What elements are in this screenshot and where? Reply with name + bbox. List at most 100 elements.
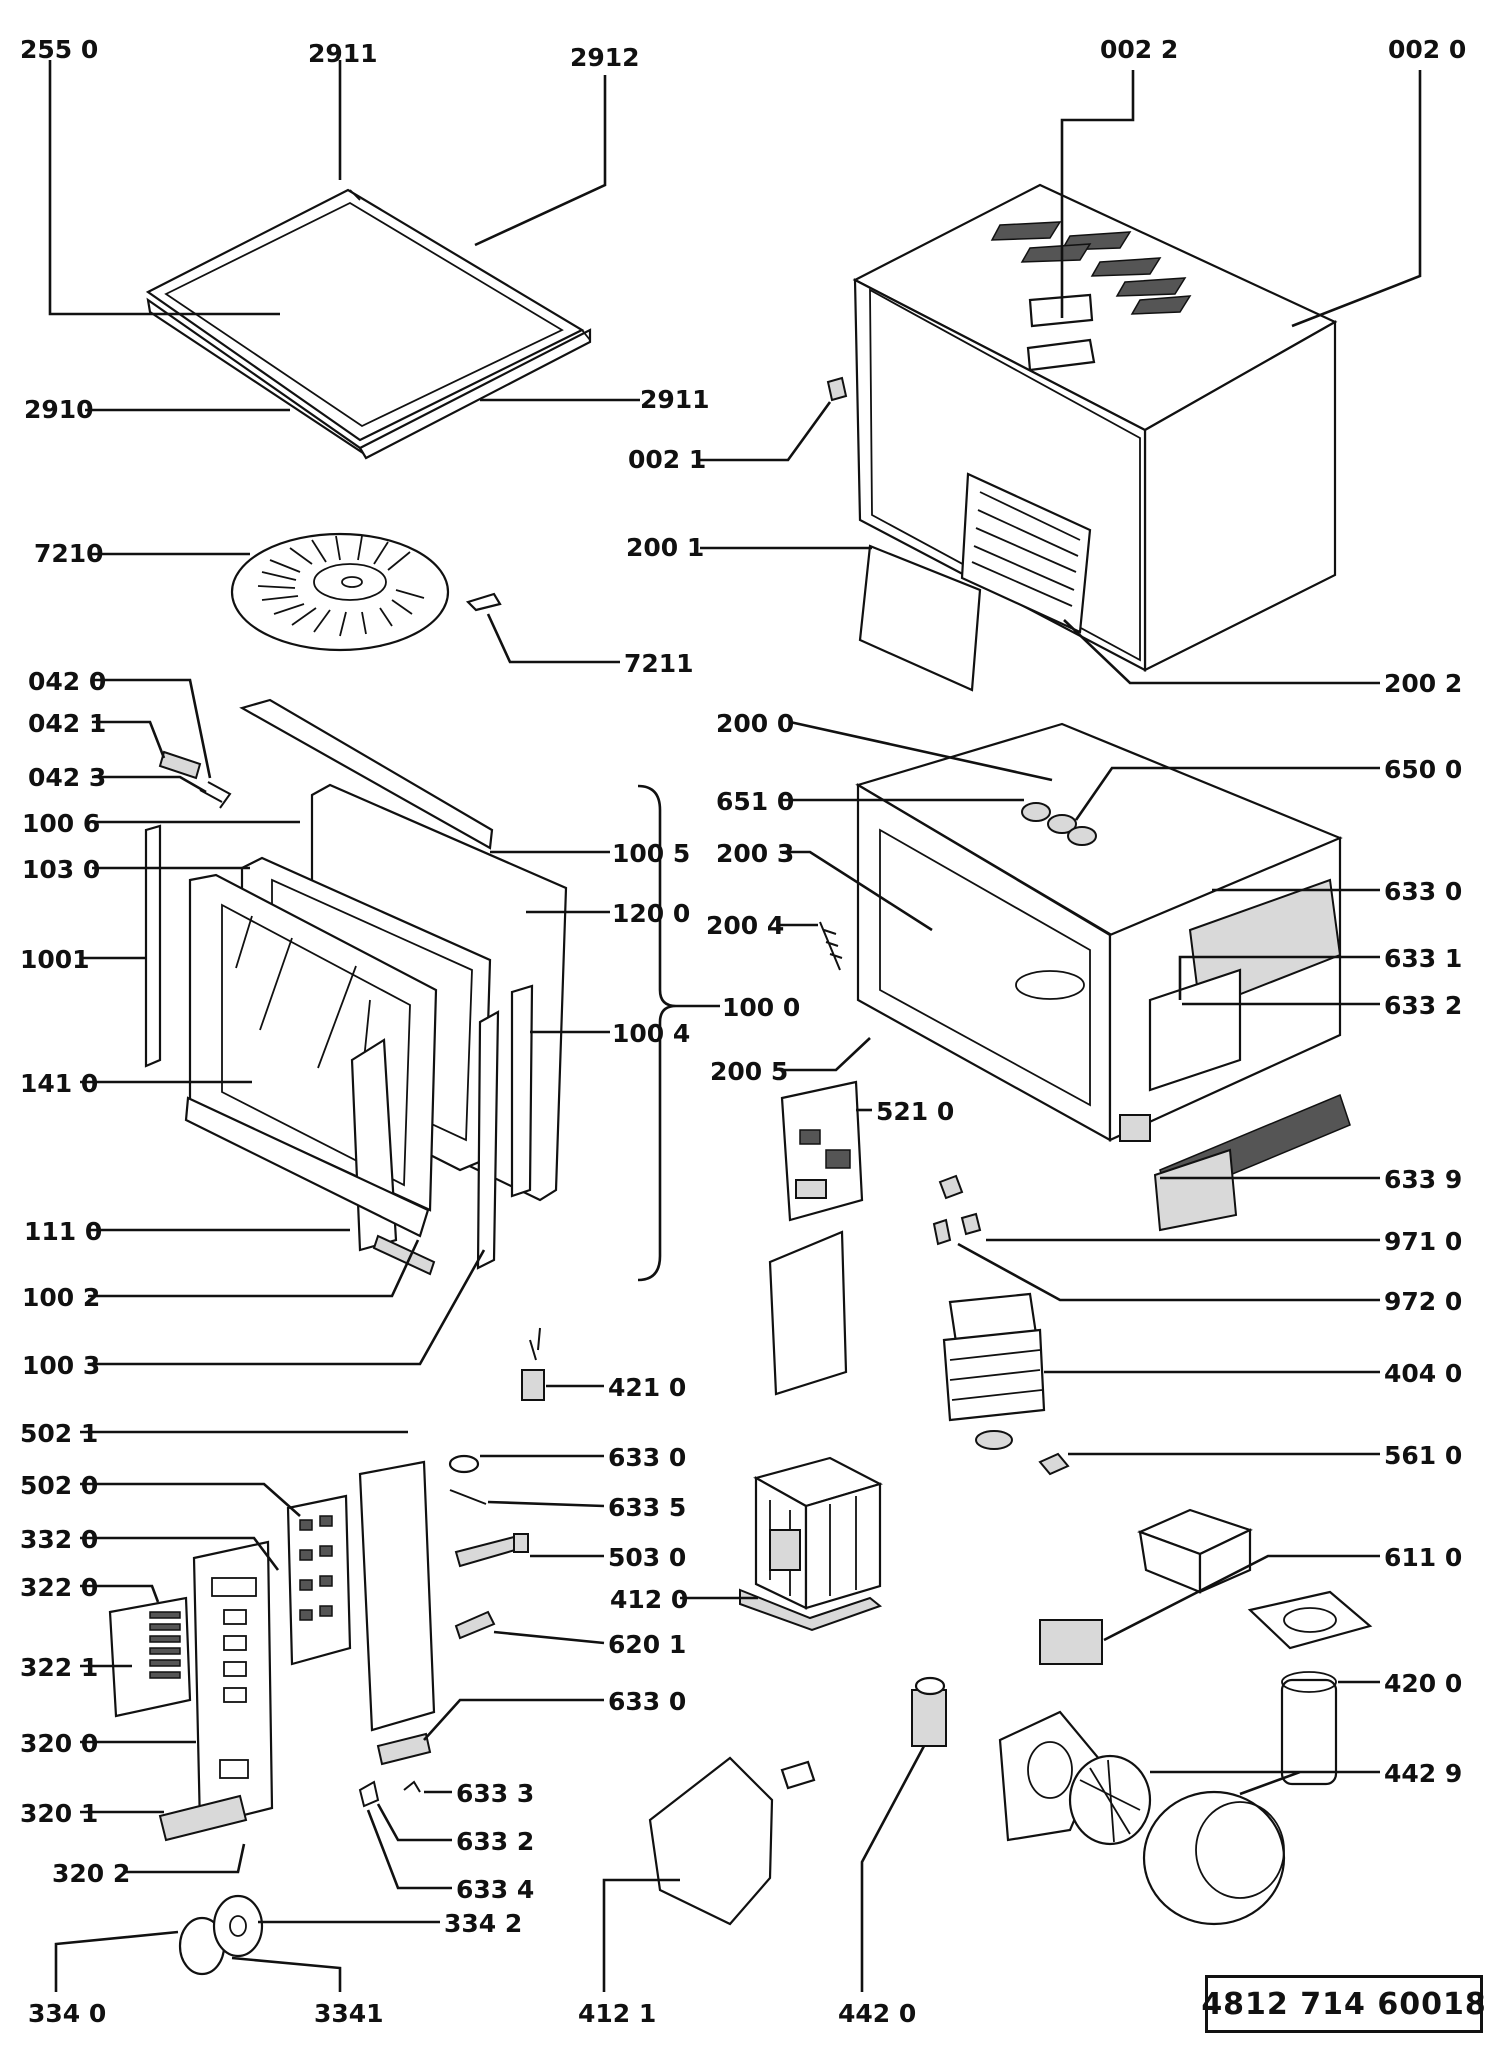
label-2001: 200 1 bbox=[626, 533, 704, 562]
label-2002: 200 2 bbox=[1384, 669, 1462, 698]
label-4040: 404 0 bbox=[1384, 1359, 1462, 1388]
label-5020: 502 0 bbox=[20, 1471, 98, 1500]
glass-tray-frame bbox=[145, 188, 592, 460]
label-1004: 100 4 bbox=[612, 1019, 690, 1048]
label-6334: 633 4 bbox=[456, 1875, 534, 1904]
mounting-bracket bbox=[768, 1230, 848, 1396]
label-3320: 332 0 bbox=[20, 1525, 98, 1554]
label-5030: 503 0 bbox=[608, 1543, 686, 1572]
label-3201: 320 1 bbox=[20, 1799, 98, 1828]
label-6201: 620 1 bbox=[608, 1630, 686, 1659]
label-2911-top: 2911 bbox=[308, 39, 378, 68]
capacitor-and-relay bbox=[1039, 1508, 1373, 1786]
air-duct bbox=[648, 1756, 774, 1926]
door-assembly bbox=[144, 698, 568, 1276]
label-5021: 502 1 bbox=[20, 1419, 98, 1448]
label-2550: 255 0 bbox=[20, 35, 98, 64]
vent-grille bbox=[960, 472, 1092, 634]
label-6332-low: 633 2 bbox=[456, 1827, 534, 1856]
label-2912: 2912 bbox=[570, 43, 640, 72]
label-3202: 320 2 bbox=[52, 1859, 130, 1888]
label-4121: 412 1 bbox=[578, 1999, 656, 2028]
label-4210: 421 0 bbox=[608, 1373, 686, 1402]
label-2003: 200 3 bbox=[716, 839, 794, 868]
fan-blower bbox=[998, 1710, 1286, 1926]
label-0423: 042 3 bbox=[28, 763, 106, 792]
cabinet-clip bbox=[826, 376, 848, 402]
turntable-plate bbox=[230, 532, 450, 652]
stirrer-part bbox=[819, 921, 843, 971]
label-4429: 442 9 bbox=[1384, 1759, 1462, 1788]
label-9710: 971 0 bbox=[1384, 1227, 1462, 1256]
oven-cavity bbox=[855, 722, 1351, 1232]
label-2005: 200 5 bbox=[710, 1057, 788, 1086]
label-1003: 100 3 bbox=[22, 1351, 100, 1380]
label-3342: 334 2 bbox=[444, 1909, 522, 1938]
label-4420: 442 0 bbox=[838, 1999, 916, 2028]
door-latch-hooks bbox=[158, 750, 232, 809]
label-6333: 633 3 bbox=[456, 1779, 534, 1808]
fuse-holder bbox=[521, 1327, 545, 1401]
label-9720: 972 0 bbox=[1384, 1287, 1462, 1316]
label-6339: 633 9 bbox=[1384, 1165, 1462, 1194]
label-1110: 111 0 bbox=[24, 1217, 102, 1246]
waveguide-cover bbox=[858, 544, 982, 692]
label-0020: 002 0 bbox=[1388, 35, 1466, 64]
turntable-coupler bbox=[465, 592, 502, 612]
label-0021: 002 1 bbox=[628, 445, 706, 474]
label-6331: 633 1 bbox=[1384, 944, 1462, 973]
hv-transformer bbox=[739, 1456, 883, 1632]
label-1002: 100 2 bbox=[22, 1283, 100, 1312]
label-5610: 561 0 bbox=[1384, 1441, 1462, 1470]
inner-control-plate bbox=[358, 1460, 436, 1732]
label-3220: 322 0 bbox=[20, 1573, 98, 1602]
label-4200: 420 0 bbox=[1384, 1669, 1462, 1698]
label-2911-bottom: 2911 bbox=[640, 385, 710, 414]
label-7210: 7210 bbox=[34, 539, 104, 568]
label-6330-right: 633 0 bbox=[1384, 877, 1462, 906]
label-4120: 412 0 bbox=[610, 1585, 688, 1614]
label-3200: 320 0 bbox=[20, 1729, 98, 1758]
label-6330-low: 633 0 bbox=[608, 1687, 686, 1716]
label-1410: 141 0 bbox=[20, 1069, 98, 1098]
fan-motor bbox=[911, 1676, 947, 1747]
thermal-cutout bbox=[1038, 1452, 1070, 1476]
label-3340: 334 0 bbox=[28, 1999, 106, 2028]
label-6500: 650 0 bbox=[1384, 755, 1462, 784]
lamp-connectors bbox=[1021, 802, 1097, 846]
label-7211: 7211 bbox=[624, 649, 694, 678]
small-parts bbox=[358, 1454, 529, 1808]
duct-tab bbox=[780, 1760, 816, 1790]
magnetron bbox=[942, 1292, 1046, 1450]
label-5210: 521 0 bbox=[876, 1097, 954, 1126]
document-number-box: 4812 714 60018 bbox=[1201, 1975, 1486, 2033]
label-1006: 100 6 bbox=[22, 809, 100, 838]
label-1030: 103 0 bbox=[22, 855, 100, 884]
part-labels: 255 0 2911 2912 2910 2911 002 2 002 0 00… bbox=[20, 35, 1466, 2028]
label-2004: 200 4 bbox=[706, 911, 784, 940]
label-3341: 3341 bbox=[314, 1999, 384, 2028]
label-1001: 1001 bbox=[20, 945, 90, 974]
label-2000: 200 0 bbox=[716, 709, 794, 738]
label-6332-right: 633 2 bbox=[1384, 991, 1462, 1020]
label-6335: 633 5 bbox=[608, 1493, 686, 1522]
label-0421: 042 1 bbox=[28, 709, 106, 738]
control-panel-parts bbox=[108, 1494, 352, 1842]
knobs bbox=[178, 1894, 264, 1976]
leader-lines bbox=[48, 60, 1422, 1992]
label-0420: 042 0 bbox=[28, 667, 106, 696]
label-1005: 100 5 bbox=[612, 839, 690, 868]
label-1200: 120 0 bbox=[612, 899, 690, 928]
microswitches bbox=[932, 1174, 982, 1246]
label-6510: 651 0 bbox=[716, 787, 794, 816]
label-6110: 611 0 bbox=[1384, 1543, 1462, 1572]
label-0022: 002 2 bbox=[1100, 35, 1178, 64]
label-6330-mid: 633 0 bbox=[608, 1443, 686, 1472]
label-1000: 100 0 bbox=[722, 993, 800, 1022]
control-pcb bbox=[780, 1080, 864, 1222]
document-number: 4812 714 60018 bbox=[1201, 1986, 1487, 2022]
label-3221: 322 1 bbox=[20, 1653, 98, 1682]
label-2910: 2910 bbox=[24, 395, 94, 424]
